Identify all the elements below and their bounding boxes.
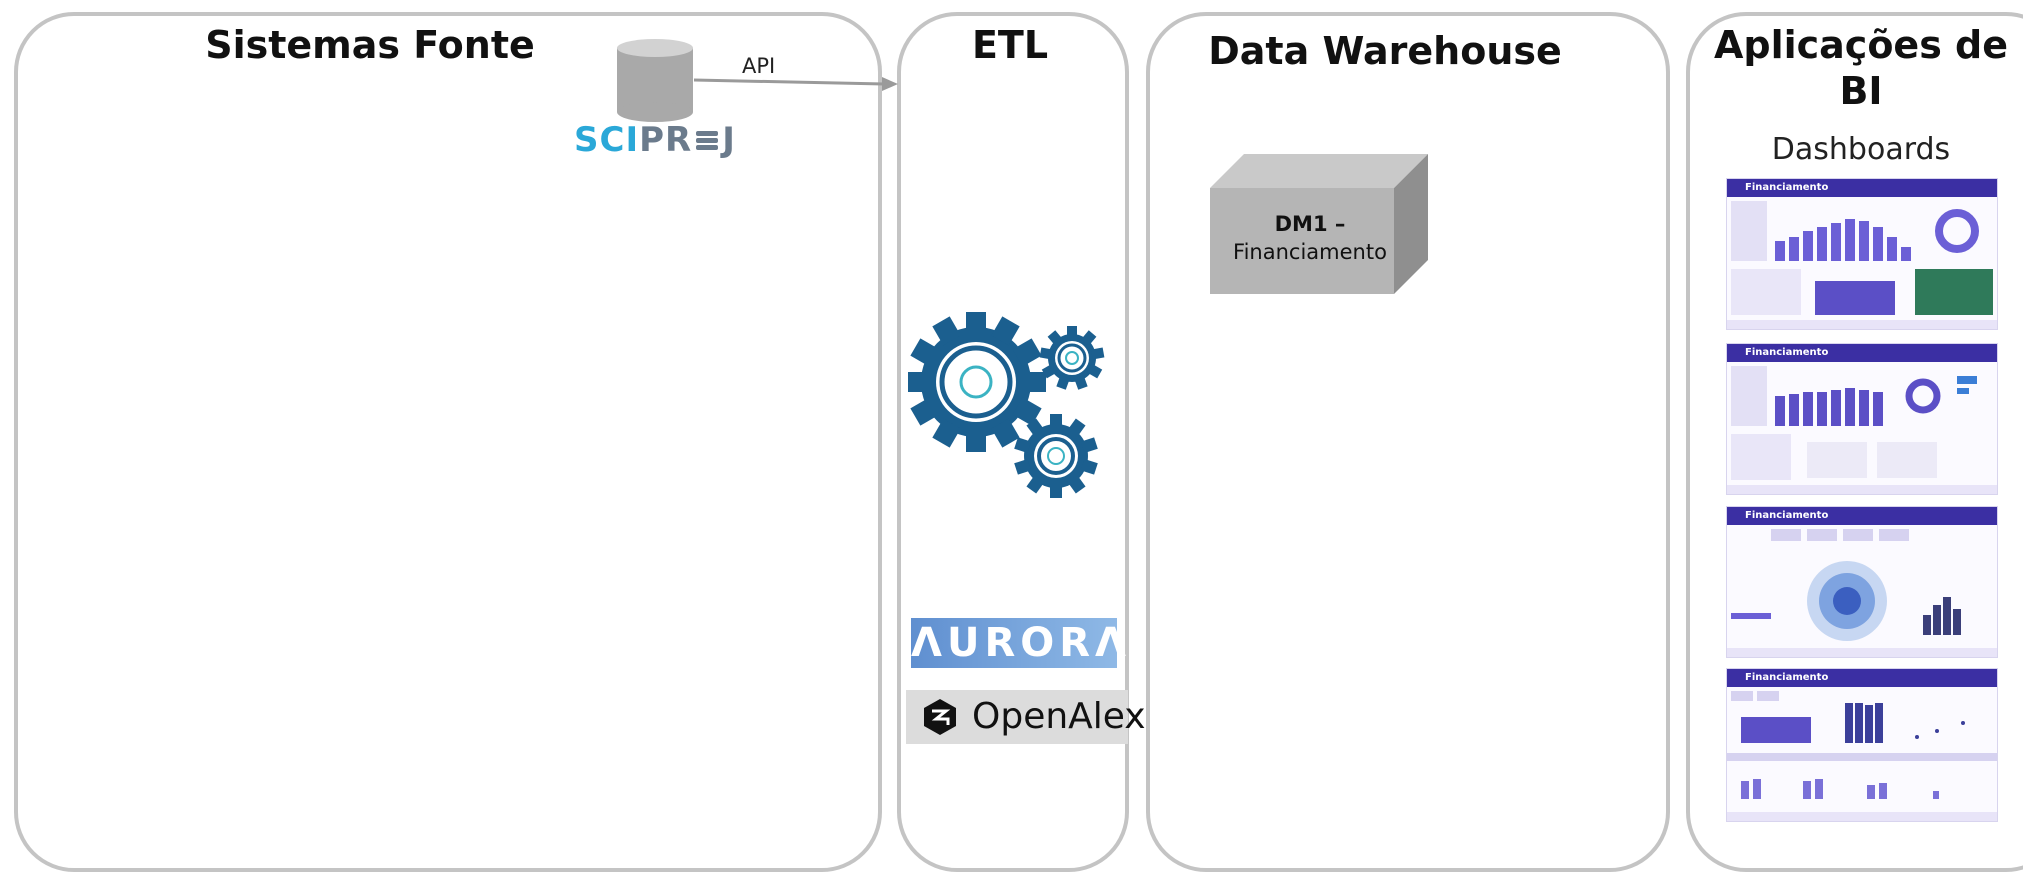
- data-mart-label-line1: DM1 –: [1274, 212, 1346, 236]
- data-mart-label-line2: Financiamento: [1233, 240, 1387, 264]
- dashboard-thumbnail: Financiamento: [1726, 343, 1998, 495]
- dashboard-charts: [1727, 691, 1997, 799]
- openalex-logo: OpenAlex: [906, 690, 1146, 744]
- dashboard-thumbnail: Financiamento: [1726, 668, 1998, 822]
- dashboard-header: [1727, 179, 1997, 197]
- sciproj-logo-part1: SCI: [574, 120, 640, 160]
- bi-subtitle: Dashboards: [1771, 132, 1951, 167]
- sciproj-logo: SCIPR J: [574, 120, 736, 160]
- sciproj-logo-part2: PR: [639, 120, 693, 160]
- dashboard-footer: [1727, 648, 1997, 657]
- api-label: API: [742, 54, 776, 78]
- etl-title: ETL: [971, 23, 1049, 67]
- dashboard-footer: [1727, 812, 1997, 821]
- openalex-label: OpenAlex: [972, 696, 1146, 737]
- warehouse-title: Data Warehouse: [1208, 29, 1562, 73]
- api-arrow: [694, 77, 898, 91]
- dashboard-title: Financiamento: [1745, 672, 1829, 683]
- dashboard-header: [1727, 507, 1997, 525]
- bi-title-line2: BI: [1839, 69, 1883, 113]
- sciproj-logo-part3: J: [722, 120, 736, 160]
- dashboard-charts: [1731, 366, 1977, 480]
- dashboard-footer: [1727, 320, 1997, 329]
- openalex-icon: [920, 697, 960, 737]
- gears-icon: [908, 312, 1105, 498]
- dashboard-charts: [1731, 529, 1961, 641]
- sources-panel: [14, 12, 882, 872]
- dashboard-title: Financiamento: [1745, 347, 1829, 358]
- dashboard-thumbnail: Financiamento: [1726, 178, 1998, 330]
- dashboard-footer: [1727, 485, 1997, 494]
- dashboard-header: [1727, 669, 1997, 687]
- bi-title-line1: Aplicações de: [1713, 23, 2009, 67]
- sources-title: Sistemas Fonte: [205, 23, 535, 67]
- dashboard-charts: [1731, 201, 1993, 315]
- dashboard-title: Financiamento: [1745, 182, 1829, 193]
- aurora-logo: ΛURORΛ: [911, 618, 1131, 668]
- database-icon: [617, 39, 693, 122]
- data-mart-cube: [1210, 154, 1428, 294]
- dashboard-title: Financiamento: [1745, 510, 1829, 521]
- sciproj-logo-o-icon: [694, 122, 720, 150]
- dashboard-header: [1727, 344, 1997, 362]
- dashboard-thumbnail: Financiamento: [1726, 506, 1998, 658]
- warehouse-panel: [1146, 12, 1670, 872]
